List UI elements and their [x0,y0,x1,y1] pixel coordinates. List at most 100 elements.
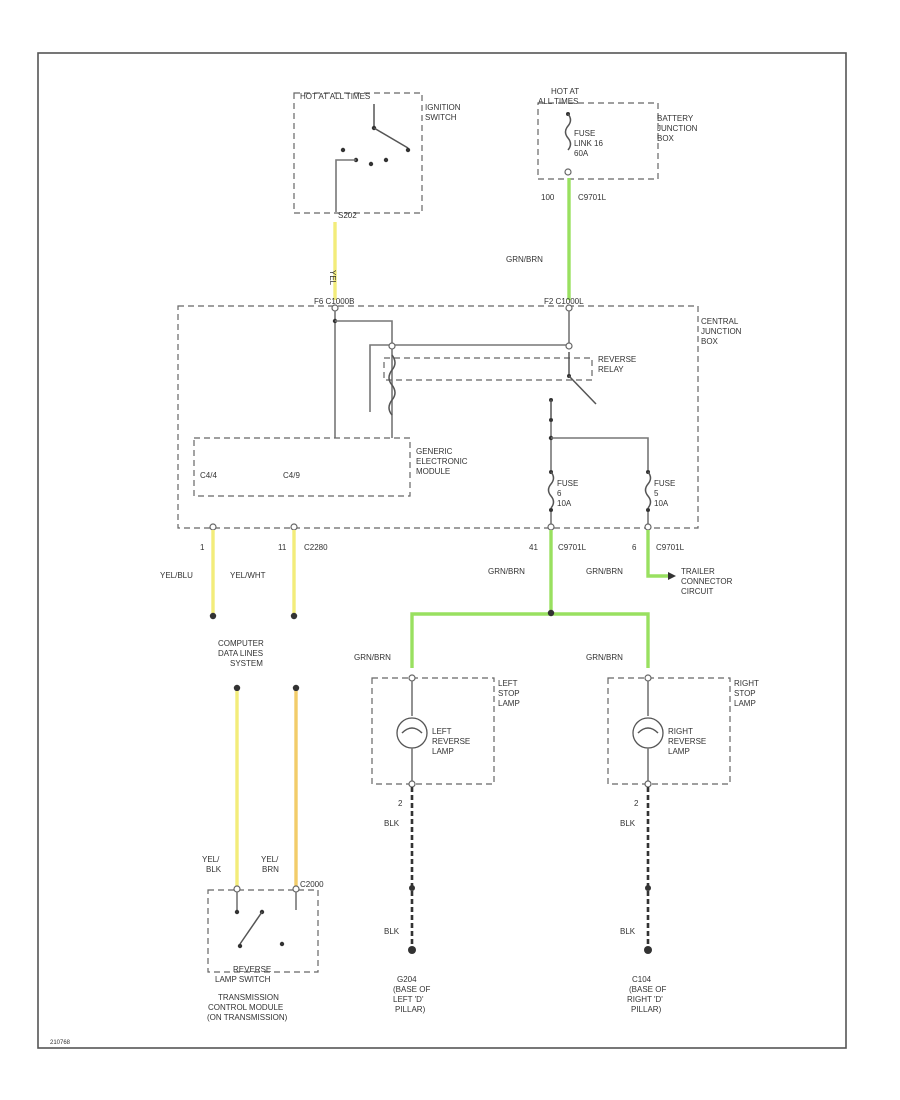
diagram-frame [37,52,847,1049]
gem-pin1-label: C4/4 [200,471,217,480]
relay-terminal-b [565,342,573,350]
left-ground-point [408,946,416,954]
pin-11-label: 11 [278,543,287,552]
fuse-5-label: FUSE 5 10A [654,479,678,508]
batt-wire-label: GRN/BRN [506,255,543,264]
relay-coil-symbol [388,354,396,416]
grn-brn-trailer-wire [646,530,668,578]
right-lamp-terminal-top [644,674,652,682]
conn-c2280-label: C2280 [304,543,328,552]
left-reverse-lamp-bulb [396,717,428,749]
fuse-5-symbol [644,470,652,512]
battery-junction-box [537,102,659,180]
cjb-left-conn-label: F6 C1000B [314,297,354,306]
right-bulb-filament [637,727,659,734]
relay-contact-arm [568,375,597,405]
right-reverse-label: RIGHT REVERSE LAMP [668,727,708,756]
cjb-wire-relay-coil [335,320,393,438]
gem-terminal-1 [209,523,217,531]
yel-brn-label: YEL/ BRN [261,855,281,874]
right-blk-label-2: BLK [620,927,636,936]
cjb-left-terminal [331,304,339,312]
reverse-relay-label: REVERSE RELAY [598,355,638,374]
hot-ign-label: HOT AT ALL TIMES [300,92,370,101]
ignition-switch-box [293,92,423,214]
gem-pin2-label: C4/9 [283,471,300,480]
yel-blu-end [209,612,217,620]
cjb-wire-fuse-b [551,437,649,470]
grn-brn-left-label: GRN/BRN [354,653,391,662]
grn-brn-b-label: GRN/BRN [586,567,623,576]
relay-terminal-a [388,342,396,350]
central-jb-label: CENTRAL JUNCTION BOX [701,317,744,346]
yel-wht-end [290,612,298,620]
computer-data-label: COMPUTER DATA LINES SYSTEM [218,639,266,668]
ign-wire-yel-label: YEL [328,270,337,286]
pin-1-label: 1 [200,543,205,552]
cjb-out-terminal-6 [644,523,652,531]
grn-brn-a-label: GRN/BRN [488,567,525,576]
tcm-box [207,889,319,973]
central-junction-box [177,305,699,529]
ignition-switch-label: IGNITION SWITCH [425,103,463,122]
fuse-link-label: FUSE LINK 16 60A [574,129,605,158]
left-reverse-label: LEFT REVERSE LAMP [432,727,472,756]
relay-out-dot [549,418,553,422]
left-lamp-terminal-top [408,674,416,682]
grn-brn-split-wire [410,612,650,668]
figure-id: 210768 [50,1040,71,1046]
batt-conn-label: C9701L [578,193,607,202]
cjb-right-terminal [565,304,573,312]
trailer-label: TRAILER CONNECTOR CIRCUIT [681,567,735,596]
left-blk-label-1: BLK [384,819,400,828]
tcm-terminal-b [292,885,300,893]
ground-left-label: G204 (BASE OF LEFT 'D' PILLAR) [393,975,433,1014]
right-stop-label: RIGHT STOP LAMP [734,679,761,708]
yel-blu-label: YEL/BLU [160,571,193,580]
left-stop-label: LEFT STOP LAMP [498,679,522,708]
left-pin-2-label: 2 [398,799,403,808]
left-lamp-box [371,677,495,785]
batt-pin-label: 100 [541,193,555,202]
hot-batt-label: HOT AT ALL TIMES [538,87,581,106]
right-reverse-lamp-bulb [632,717,664,749]
gem-box [193,437,411,497]
grn-brn-right-label: GRN/BRN [586,653,623,662]
fuse-6-label: FUSE 6 10A [557,479,581,508]
cjb-right-conn-label: F2 C1000L [544,297,584,306]
fuse-link-symbol [564,112,572,176]
right-ground-point [644,946,652,954]
pin-41-label: 41 [529,543,538,552]
grn-splice [547,609,555,617]
tcm-label: TRANSMISSION CONTROL MODULE (ON TRANSMIS… [207,993,288,1022]
right-blk-label-1: BLK [620,819,636,828]
right-pin-2-label: 2 [634,799,639,808]
fuse-6-symbol [547,470,555,512]
ground-right-label: C104 (BASE OF RIGHT 'D' PILLAR) [627,975,669,1014]
reverse-relay-box [383,357,593,381]
conn-c2000-label: C2000 [300,880,324,889]
left-bulb-filament [401,727,423,734]
left-lamp-terminal-bottom [408,780,416,788]
gem-label: GENERIC ELECTRONIC MODULE [416,447,470,476]
right-lamp-terminal-bottom [644,780,652,788]
yel-wht-label: YEL/WHT [230,571,266,580]
yel-brn-start [292,684,300,692]
conn-c9701-a-label: C9701L [558,543,587,552]
ign-conn-label: S202 [338,211,357,220]
reverse-lamp-switch-symbol [234,892,297,949]
right-ground-connector [645,885,651,891]
conn-c9701-b-label: C9701L [656,543,685,552]
battery-jb-label: BATTERY JUNCTION BOX [657,114,700,143]
yel-blk-start [233,684,241,692]
ignition-switch-symbol [340,104,411,167]
tcm-terminal-a [233,885,241,893]
pin-6-label: 6 [632,543,637,552]
gem-terminal-11 [290,523,298,531]
left-ground-connector [409,885,415,891]
yel-blk-label: YEL/ BLK [202,855,222,874]
left-blk-label-2: BLK [384,927,400,936]
right-lamp-box [607,677,731,785]
cjb-wire-relay-feed [369,311,570,412]
ign-wire-gray [335,159,356,212]
